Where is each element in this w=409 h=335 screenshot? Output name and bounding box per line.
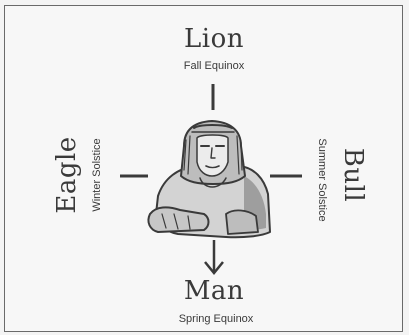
down-arrow-icon [205,240,223,273]
sphinx-icon [148,121,270,237]
